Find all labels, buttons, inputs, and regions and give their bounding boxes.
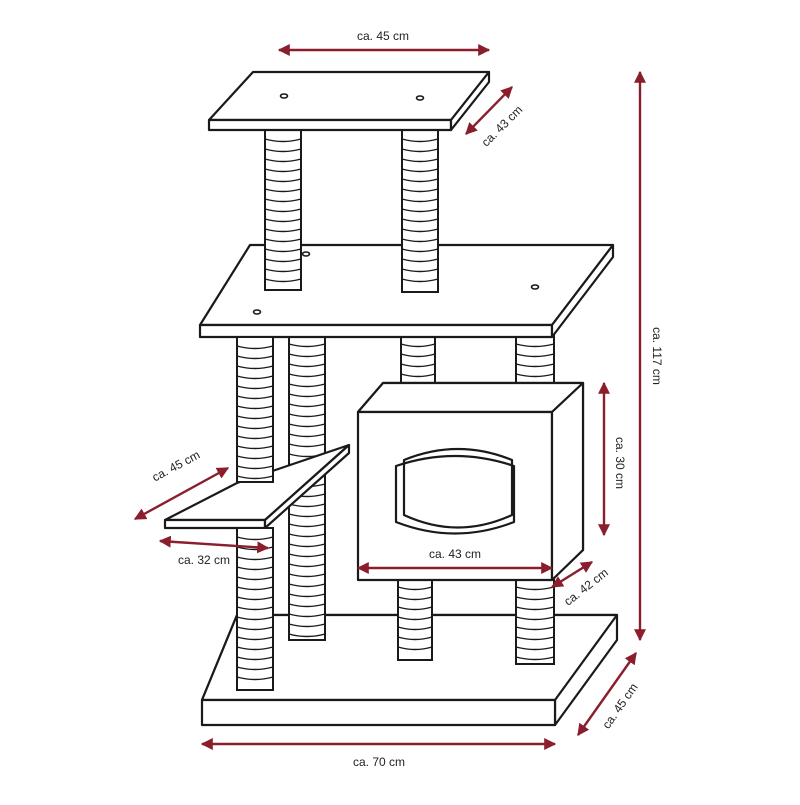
post-back-center (400, 334, 436, 389)
dimension-arrows (133, 44, 646, 750)
dim-label-cave-height: ca. 30 cm (613, 436, 627, 490)
post-front-left-lower (236, 527, 274, 691)
top-platform (207, 70, 491, 132)
cat-cave (356, 381, 585, 582)
post-lower-right (515, 577, 555, 665)
scratching-posts-upper (264, 129, 439, 293)
post-front-left-upper (236, 336, 274, 483)
dim-label-cave-width: ca. 43 cm (428, 547, 482, 561)
post-top-left (264, 129, 302, 291)
post-back-right (515, 334, 555, 389)
dim-label-total-height: ca. 117 cm (650, 327, 664, 385)
dim-label-base-width: ca. 70 cm (352, 755, 406, 769)
post-top-right (401, 129, 439, 293)
post-lower-center (397, 577, 433, 661)
dim-label-side-platform-width: ca. 32 cm (177, 553, 231, 567)
dim-label-top-width: ca. 45 cm (356, 29, 410, 43)
scratching-posts-front (236, 336, 274, 691)
